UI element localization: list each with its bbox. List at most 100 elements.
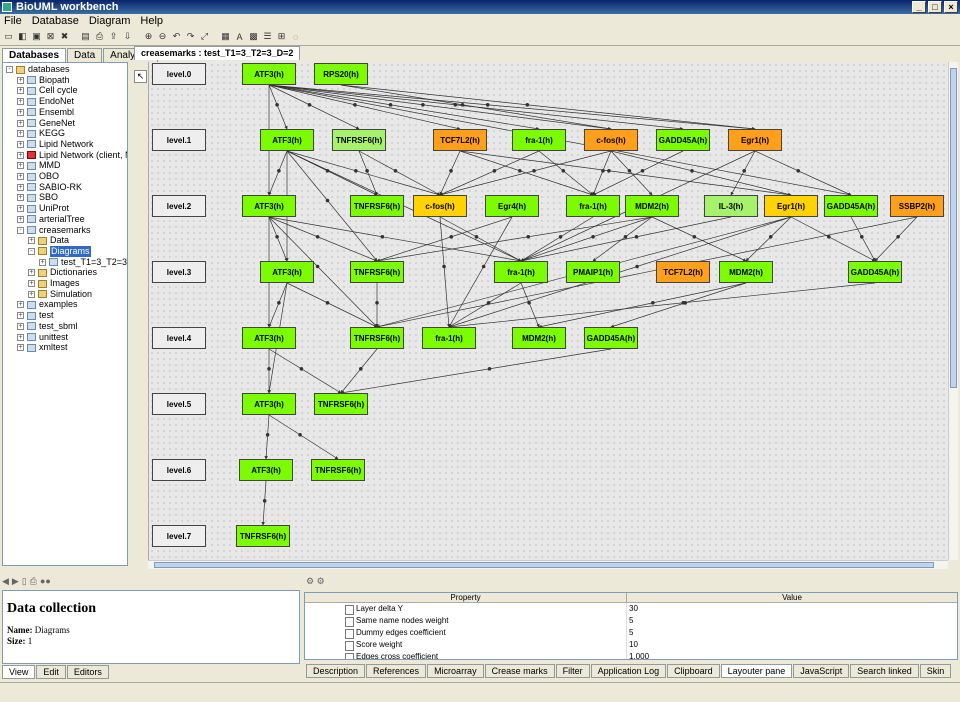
tree-node[interactable]: +MMD: [17, 160, 61, 171]
expand-icon[interactable]: +: [17, 98, 24, 106]
tab-view[interactable]: View: [2, 665, 36, 679]
gene-node[interactable]: TNFRSF6(h): [236, 525, 290, 547]
expand-icon[interactable]: +: [17, 151, 24, 159]
tree-node[interactable]: +Biopath: [17, 75, 70, 86]
tree-node[interactable]: +examples: [17, 299, 78, 310]
tree-node[interactable]: +OBO: [17, 171, 59, 182]
gene-node[interactable]: GADD45A(h): [824, 195, 878, 217]
gene-node[interactable]: GADD45A(h): [656, 129, 710, 151]
zoom-in-icon[interactable]: ⊕: [144, 31, 153, 41]
expand-icon[interactable]: +: [17, 301, 24, 309]
tree-node[interactable]: -Diagrams: [28, 245, 91, 257]
expand-icon[interactable]: +: [17, 333, 24, 341]
tab-references[interactable]: References: [366, 664, 427, 678]
expand-icon[interactable]: +: [17, 162, 24, 170]
level-3-node[interactable]: level.3: [152, 261, 206, 283]
forward-icon[interactable]: ▶: [11, 576, 19, 586]
gene-node[interactable]: RPS20(h): [314, 63, 368, 85]
gene-node[interactable]: PMAIP1(h): [566, 261, 620, 283]
property-value[interactable]: 5: [629, 616, 634, 625]
tab-search-linked[interactable]: Search linked: [850, 664, 919, 678]
expand-icon[interactable]: +: [17, 76, 24, 84]
expand-icon[interactable]: +: [17, 322, 24, 330]
gene-node[interactable]: ATF3(h): [242, 195, 296, 217]
tab-databases[interactable]: Databases: [2, 48, 67, 62]
tree-node[interactable]: +Simulation: [28, 289, 92, 300]
collapse-icon[interactable]: -: [17, 226, 24, 234]
gene-node[interactable]: ATF3(h): [242, 393, 296, 415]
gene-node[interactable]: TNFRSF6(h): [311, 459, 365, 481]
tree-node[interactable]: +Images: [28, 278, 80, 289]
gene-node[interactable]: ATF3(h): [242, 63, 296, 85]
expand-icon[interactable]: +: [17, 119, 24, 127]
tree-node[interactable]: +test_T1=3_T2=3_D: [39, 257, 127, 268]
back-icon[interactable]: ◀: [2, 576, 9, 586]
redo-icon[interactable]: ↷: [186, 31, 195, 41]
collapse-icon[interactable]: -: [6, 66, 13, 73]
undo-icon[interactable]: ↶: [172, 31, 181, 41]
close-button[interactable]: ×: [944, 1, 958, 13]
tab-clipboard[interactable]: Clipboard: [667, 664, 720, 678]
vertical-scrollbar[interactable]: [948, 62, 958, 560]
expand-icon[interactable]: +: [28, 269, 35, 277]
property-value[interactable]: 10: [629, 640, 638, 649]
open-icon[interactable]: ◧: [18, 31, 27, 41]
tree-node[interactable]: +test_sbml: [17, 321, 78, 332]
gene-node[interactable]: Egr1(h): [764, 195, 818, 217]
expand-icon[interactable]: +: [28, 290, 35, 298]
tree-node[interactable]: +KEGG: [17, 128, 65, 139]
gene-node[interactable]: fra-1(h): [422, 327, 476, 349]
page-icon[interactable]: ▯: [21, 576, 27, 586]
tree-layout-icon[interactable]: ⊞: [277, 31, 286, 41]
database-tree[interactable]: -databases+Biopath+Cell cycle+EndoNet+En…: [2, 62, 128, 566]
tree-node[interactable]: +UniProt: [17, 203, 69, 214]
expand-icon[interactable]: +: [17, 173, 24, 180]
level-0-node[interactable]: level.0: [152, 63, 206, 85]
tree-node[interactable]: +Cell cycle: [17, 85, 78, 96]
gene-node[interactable]: TCF7L2(h): [656, 261, 710, 283]
close-doc-icon[interactable]: ⊠: [46, 31, 55, 41]
tree-node[interactable]: +unittest: [17, 332, 68, 343]
property-value[interactable]: 5: [629, 628, 634, 637]
import-icon[interactable]: ⇩: [123, 31, 132, 41]
comment-icon[interactable]: ◌: [292, 31, 299, 42]
maximize-button[interactable]: □: [928, 1, 942, 13]
menu-file[interactable]: File: [4, 15, 22, 27]
tree-node[interactable]: +Data: [28, 235, 69, 246]
expand-icon[interactable]: +: [17, 87, 24, 95]
tab-javascript[interactable]: JavaScript: [793, 664, 850, 678]
save-icon[interactable]: ▣: [32, 31, 41, 41]
tree-node[interactable]: +EndoNet: [17, 96, 74, 107]
tree-node[interactable]: +Lipid Network (client, N-sk: [17, 150, 127, 161]
gene-node[interactable]: GADD45A(h): [848, 261, 902, 283]
expand-icon[interactable]: +: [17, 312, 24, 320]
expand-icon[interactable]: +: [17, 183, 24, 191]
zoom-out-icon[interactable]: ⊖: [158, 31, 167, 41]
expand-icon[interactable]: +: [28, 237, 35, 245]
expand-icon[interactable]: +: [17, 108, 24, 116]
gene-node[interactable]: fra-1(h): [512, 129, 566, 151]
menu-diagram[interactable]: Diagram: [88, 15, 131, 27]
tab-application-log[interactable]: Application Log: [590, 664, 667, 678]
gene-node[interactable]: SSBP2(h): [890, 195, 944, 217]
new-icon[interactable]: ▭: [4, 31, 13, 41]
level-5-node[interactable]: level.5: [152, 393, 206, 415]
level-6-node[interactable]: level.6: [152, 459, 206, 481]
horizontal-scrollbar[interactable]: [148, 560, 948, 569]
gene-node[interactable]: ATF3(h): [242, 327, 296, 349]
gene-node[interactable]: TNFRSF6(h): [350, 195, 404, 217]
expand-icon[interactable]: +: [17, 215, 24, 223]
gene-node[interactable]: c-fos(h): [584, 129, 638, 151]
layout-settings-icon[interactable]: ⚙: [316, 576, 325, 586]
tab-crease-marks[interactable]: Crease marks: [484, 664, 555, 678]
tab-microarray[interactable]: Microarray: [427, 664, 484, 678]
gene-node[interactable]: TNFRSF6(h): [314, 393, 368, 415]
gene-node[interactable]: c-fos(h): [413, 195, 467, 217]
tree-node[interactable]: +Dictionaries: [28, 267, 97, 278]
gene-node[interactable]: Egr1(h): [728, 129, 782, 151]
tab-layouter-pane[interactable]: Layouter pane: [720, 664, 793, 678]
